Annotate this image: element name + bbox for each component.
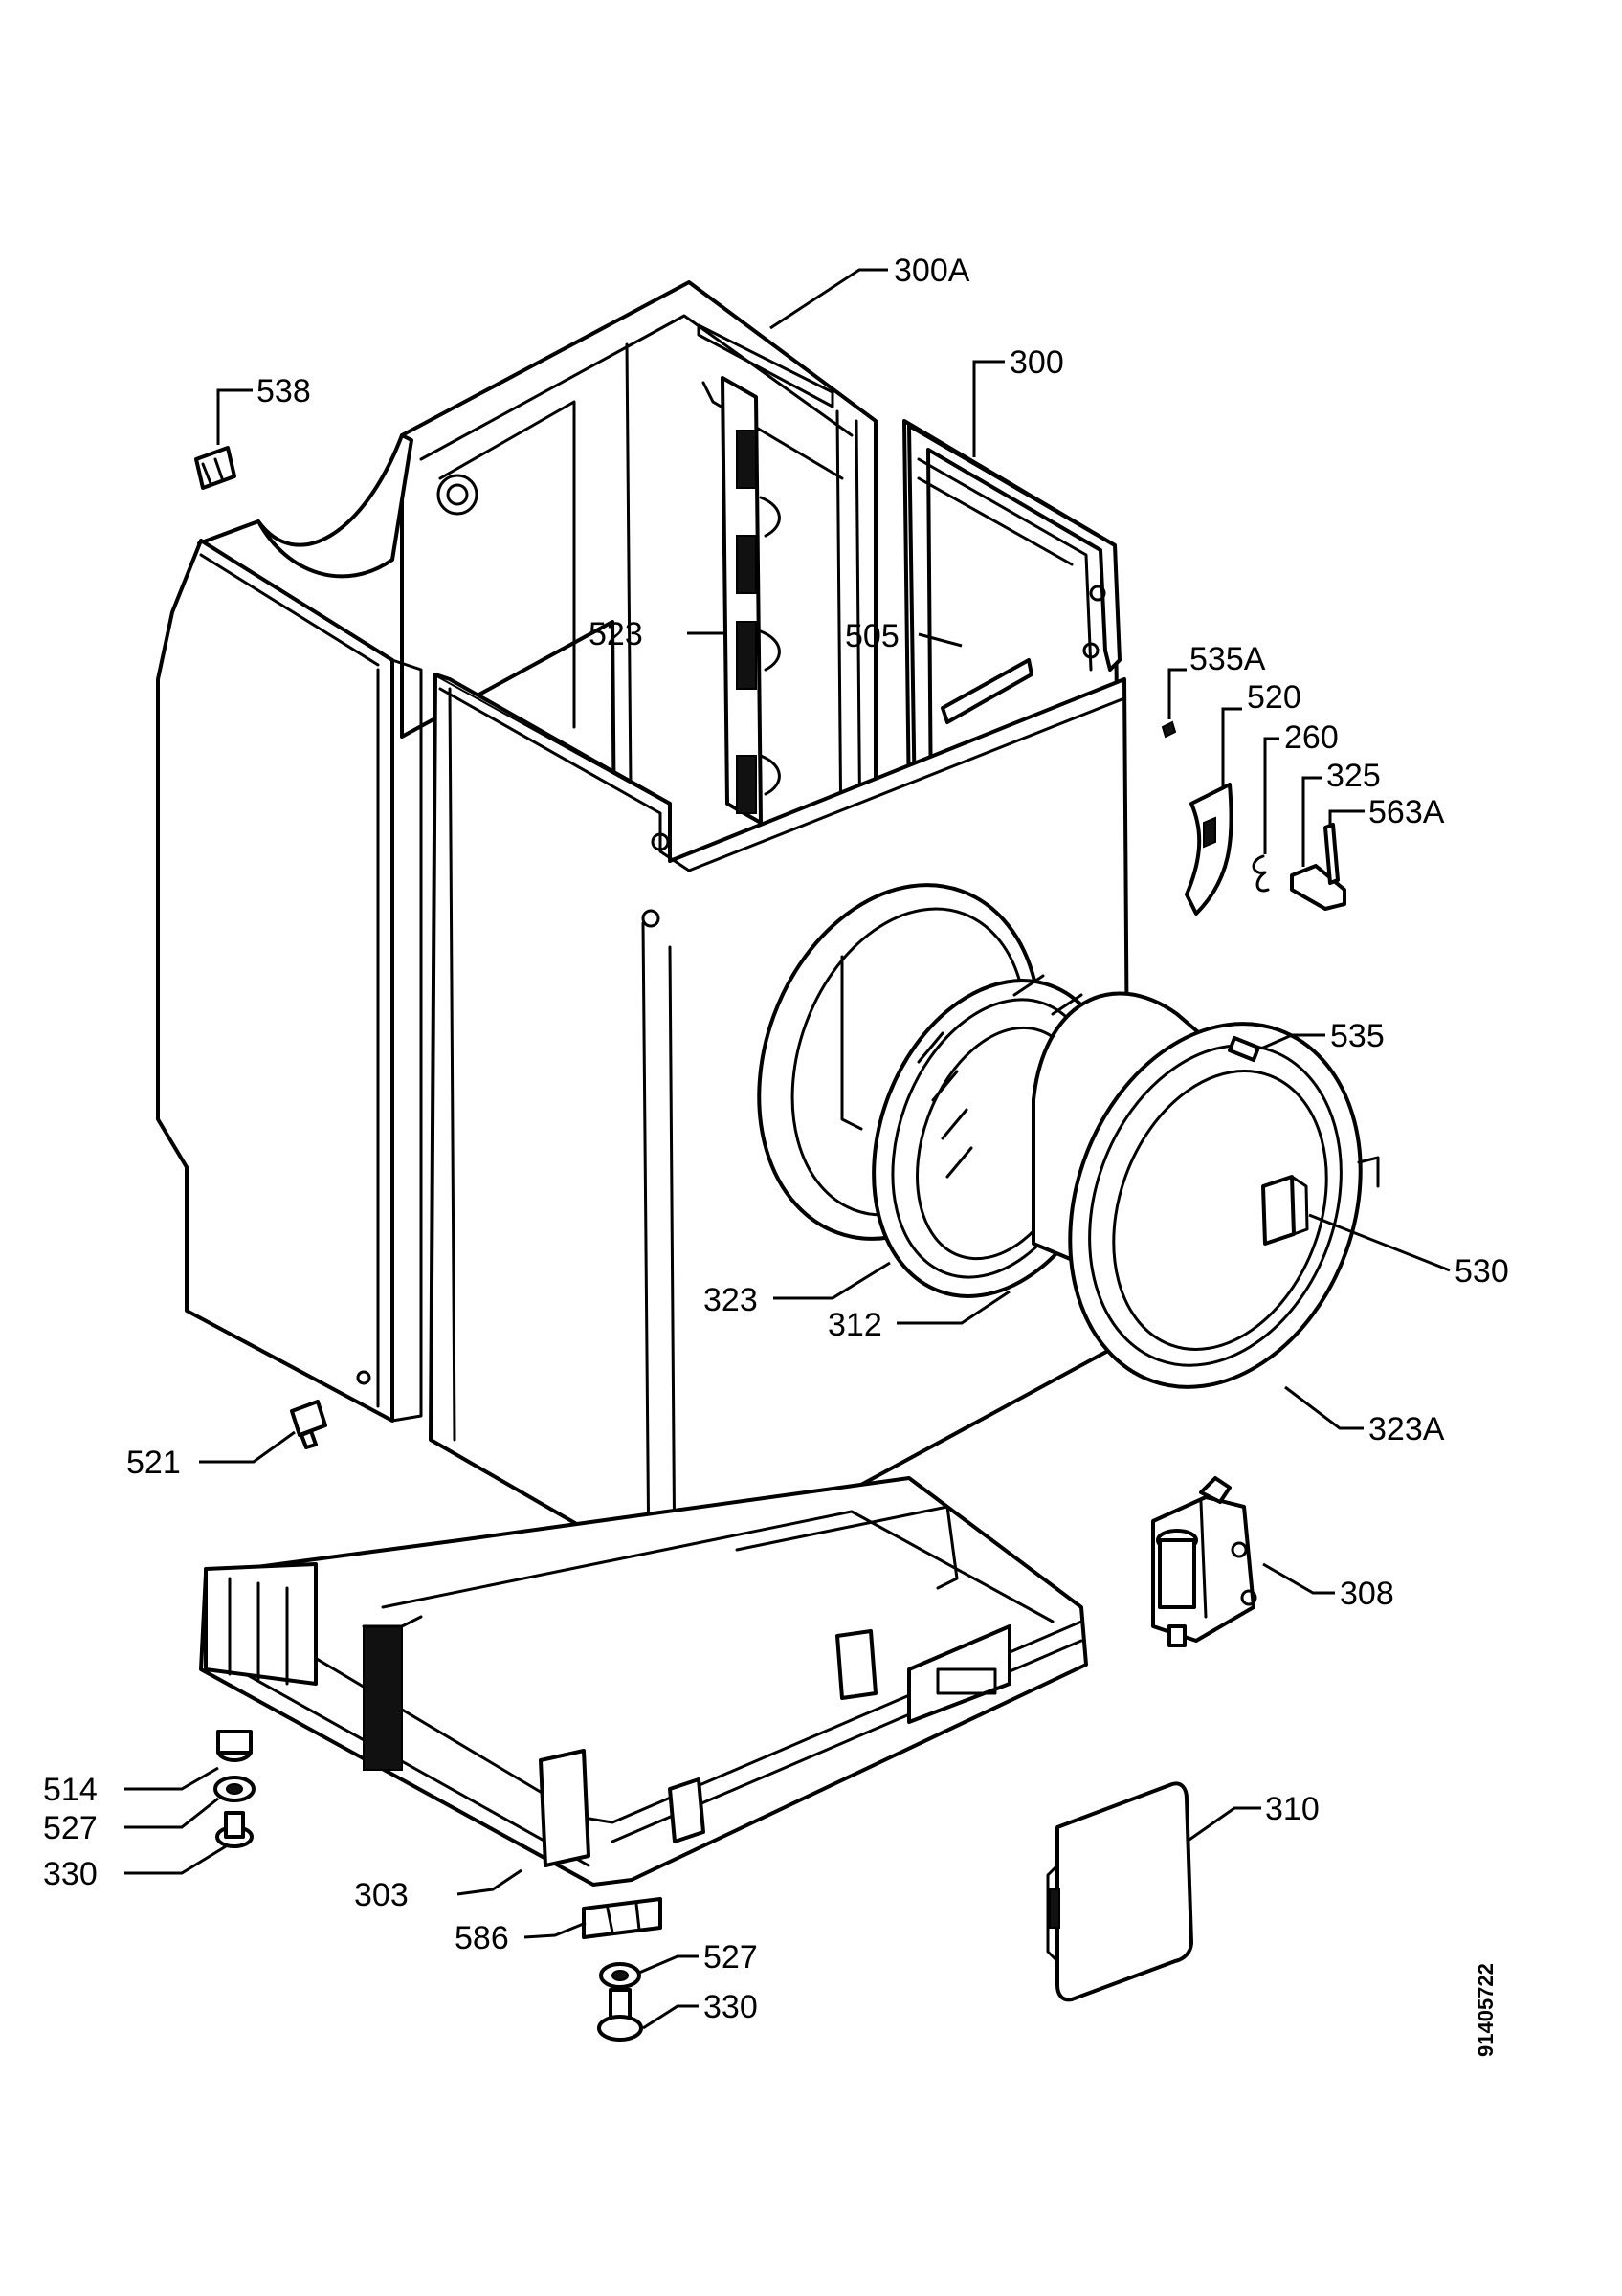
base-frame-303 [199,1476,1088,1887]
door-assembly-323a [1032,991,1380,1389]
label-310: 310 [1265,1791,1320,1827]
label-521: 521 [126,1445,181,1481]
front-panel [429,673,1131,1585]
label-260: 260 [1284,719,1339,756]
filter-cover-310 [1046,1781,1193,2002]
label-514: 514 [43,1772,98,1808]
label-323: 323 [703,1282,758,1318]
label-308: 308 [1340,1576,1394,1612]
label-523: 523 [589,616,643,652]
label-303: 303 [354,1877,409,1913]
label-300: 300 [1010,344,1064,381]
label-330-left: 330 [43,1856,98,1892]
label-530: 530 [1455,1253,1509,1290]
label-325: 325 [1326,758,1381,794]
label-527-front: 527 [703,1939,758,1976]
part-labels: 300A 300 538 523 505 535A 520 260 325 56… [43,253,1509,2025]
door-lock-308 [1151,1476,1257,1647]
label-538: 538 [256,373,311,409]
feet-and-screws [194,446,662,2042]
label-312: 312 [828,1307,882,1343]
label-505: 505 [845,618,900,654]
label-535: 535 [1330,1018,1385,1054]
label-586: 586 [455,1920,509,1956]
hinge-parts [1161,720,1346,916]
label-300a: 300A [894,253,970,289]
label-563a: 563A [1368,794,1445,830]
left-side-panel [156,539,423,1423]
document-id: 91405722 [1474,1963,1498,2057]
label-330-front: 330 [703,1989,758,2025]
label-323a: 323A [1368,1411,1445,1447]
label-535a: 535A [1189,641,1266,677]
label-527-left: 527 [43,1810,98,1846]
leader-lines [124,268,1451,2030]
label-520: 520 [1247,679,1301,716]
